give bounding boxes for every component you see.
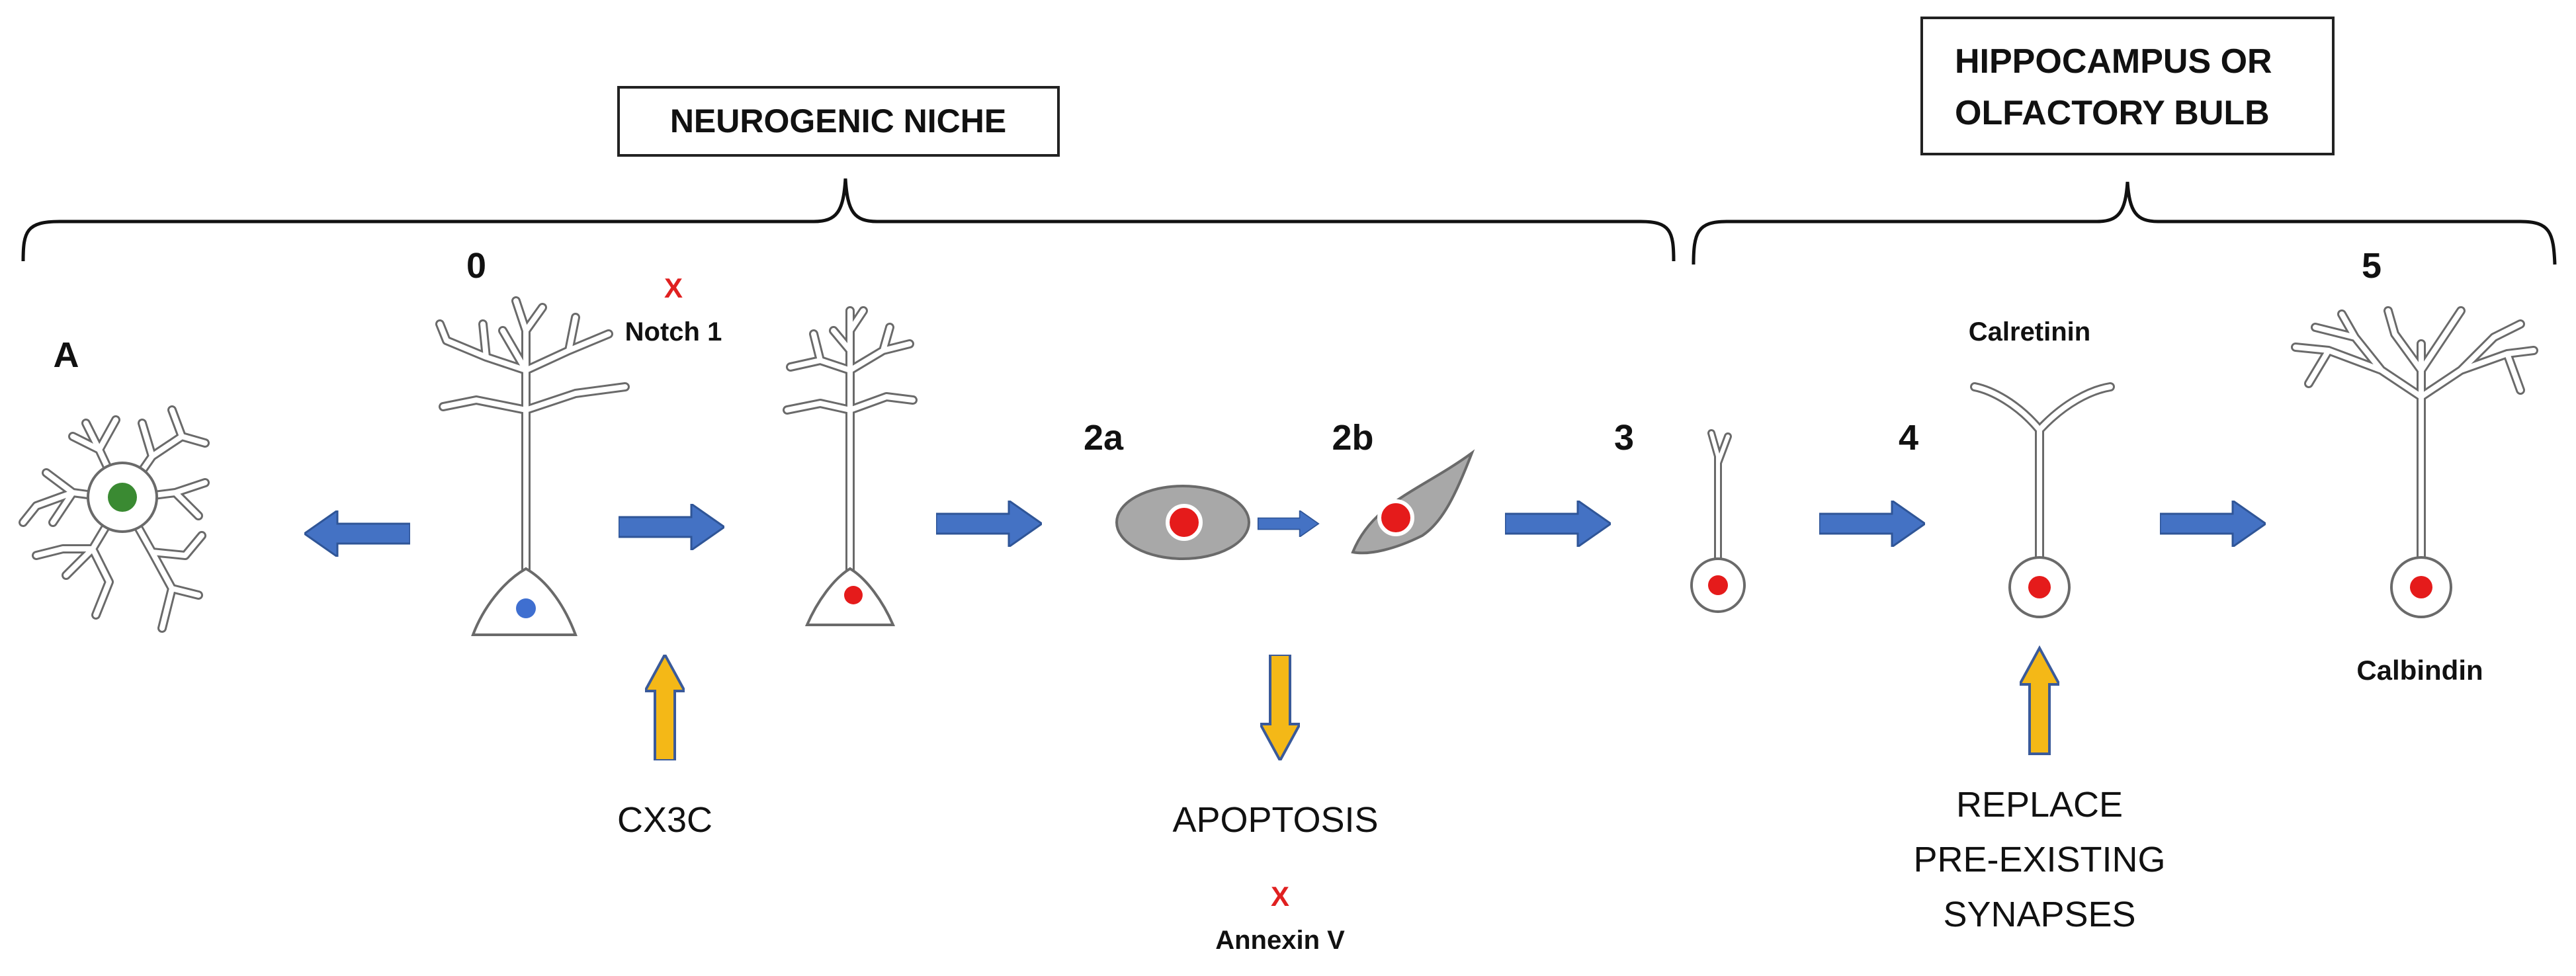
progenitor-cell-2b bbox=[1351, 449, 1475, 555]
replace-label-line3: SYNAPSES bbox=[1943, 895, 2135, 934]
hippocampus-box: HIPPOCAMPUS OR OLFACTORY BULB bbox=[1920, 17, 2335, 155]
hippocampus-brace bbox=[1692, 181, 2557, 265]
annexin-inhibition-x: X bbox=[1271, 881, 1289, 912]
stage-label-2b: 2b bbox=[1332, 418, 1373, 458]
stage-4-nucleus bbox=[2028, 576, 2051, 598]
arrow-2a-to-2b bbox=[1257, 510, 1320, 537]
cx3c-label: CX3C bbox=[617, 800, 712, 840]
mature-neuron-stage-5 bbox=[2291, 306, 2538, 618]
stage-0-nucleus bbox=[516, 598, 536, 618]
niche-brace bbox=[21, 178, 1676, 262]
radial-glia-cell-stage-0 bbox=[435, 296, 630, 636]
stage-5-nucleus bbox=[2410, 576, 2432, 598]
stage-label-2a: 2a bbox=[1084, 418, 1124, 458]
stage-3-nucleus bbox=[1708, 575, 1728, 595]
stage-label-3: 3 bbox=[1614, 418, 1634, 458]
neurogenic-niche-label: NEUROGENIC NICHE bbox=[670, 102, 1006, 140]
astrocyte-cell bbox=[19, 405, 210, 633]
arrow-2b-to-3 bbox=[1505, 501, 1611, 547]
hippocampus-label-line2: OLFACTORY BULB bbox=[1955, 94, 2270, 132]
hippocampus-label-line1: HIPPOCAMPUS OR bbox=[1955, 42, 2272, 81]
notch-label: Notch 1 bbox=[625, 317, 722, 346]
radial-glia-cell-stage-1 bbox=[783, 306, 918, 626]
stage-label-a: A bbox=[54, 335, 79, 375]
replace-label-line1: REPLACE bbox=[1956, 785, 2123, 825]
replace-synapses-up-arrow bbox=[2020, 648, 2059, 754]
calbindin-label: Calbindin bbox=[2356, 655, 2483, 686]
stage-label-4: 4 bbox=[1899, 418, 1918, 458]
cx3c-up-arrow bbox=[645, 655, 685, 760]
neuroblast-cell-stage-3 bbox=[1690, 429, 1746, 613]
progenitor-2b-nucleus bbox=[1377, 499, 1414, 536]
annexin-label: Annexin V bbox=[1215, 926, 1345, 955]
arrow-1-to-2a bbox=[936, 501, 1042, 547]
calretinin-label: Calretinin bbox=[1969, 317, 2090, 346]
stage-1-nucleus bbox=[844, 586, 863, 604]
replace-label-line2: PRE-EXISTING bbox=[1913, 840, 2165, 879]
immature-neuron-stage-4 bbox=[1970, 382, 2115, 618]
arrow-to-astrocyte bbox=[304, 510, 410, 557]
apoptosis-label: APOPTOSIS bbox=[1172, 800, 1378, 840]
notch-inhibition-x: X bbox=[664, 272, 683, 304]
progenitor-2a-nucleus bbox=[1166, 504, 1203, 541]
arrow-0-to-1 bbox=[619, 504, 724, 550]
arrow-4-to-5 bbox=[2160, 501, 2266, 547]
stage-label-5: 5 bbox=[2362, 246, 2382, 286]
neurogenic-niche-box: NEUROGENIC NICHE bbox=[617, 86, 1060, 157]
astrocyte-nucleus bbox=[108, 483, 137, 512]
stage-label-0: 0 bbox=[466, 246, 486, 286]
progenitor-cell-2a bbox=[1115, 485, 1250, 560]
arrow-3-to-4 bbox=[1819, 501, 1925, 547]
apoptosis-down-arrow bbox=[1260, 655, 1300, 760]
